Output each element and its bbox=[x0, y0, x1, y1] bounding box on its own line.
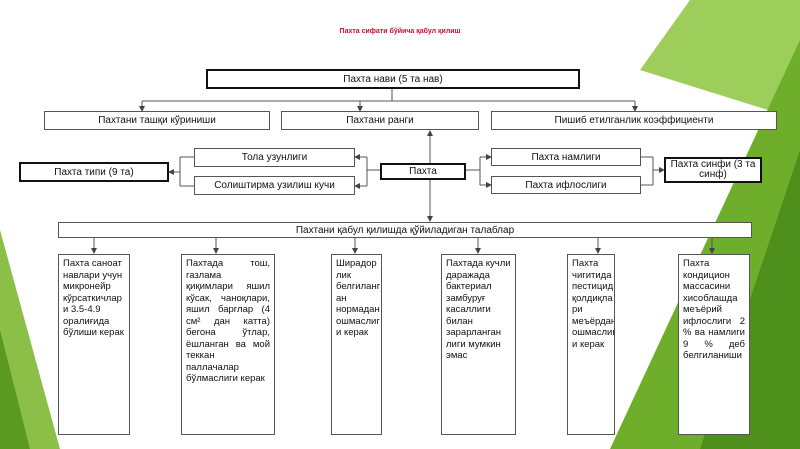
node-cotton-type: Пахта типи (9 та) bbox=[19, 162, 169, 182]
node-appearance: Пахтани ташқи кўриниши bbox=[44, 111, 270, 130]
requirement-foreign-matter: Пахтада тош, газлама қиқимлари яшил кўса… bbox=[181, 254, 275, 435]
requirement-bacterial-disease: Пахтада кучли даражада бактериал замбуру… bbox=[441, 254, 516, 435]
requirement-micronaire: Пахта саноат навлари учун микронейр кўрс… bbox=[58, 254, 130, 435]
node-moisture: Пахта намлиги bbox=[491, 148, 641, 166]
node-color: Пахтани ранги bbox=[281, 111, 479, 130]
node-requirements: Пахтани қабул қилишда қўйиладиган талабл… bbox=[58, 222, 752, 238]
node-cotton-variety: Пахта нави (5 та нав) bbox=[206, 69, 580, 89]
requirement-pesticide: Пахта чигитида пестицид қолдиқла ри меъё… bbox=[567, 254, 615, 435]
requirement-stickiness: Ширадор лик белгиланг ан нормадан ошмасл… bbox=[331, 254, 382, 435]
node-impurity: Пахта ифлослиги bbox=[491, 176, 641, 194]
node-maturity: Пишиб етилганлик коэффициенти bbox=[491, 111, 777, 130]
node-fiber-length: Тола узунлиги bbox=[194, 148, 355, 167]
node-cotton: Пахта bbox=[380, 163, 466, 180]
node-cotton-class: Пахта синфи (3 та синф) bbox=[664, 157, 762, 183]
requirement-conditioned-mass: Пахта кондицион массасини хисоблашда меъ… bbox=[678, 254, 750, 435]
node-breaking-strength: Солиштирма узилиш кучи bbox=[194, 176, 355, 195]
diagram-title: Пахта сифати бўйича қабул қилиш bbox=[339, 28, 461, 35]
